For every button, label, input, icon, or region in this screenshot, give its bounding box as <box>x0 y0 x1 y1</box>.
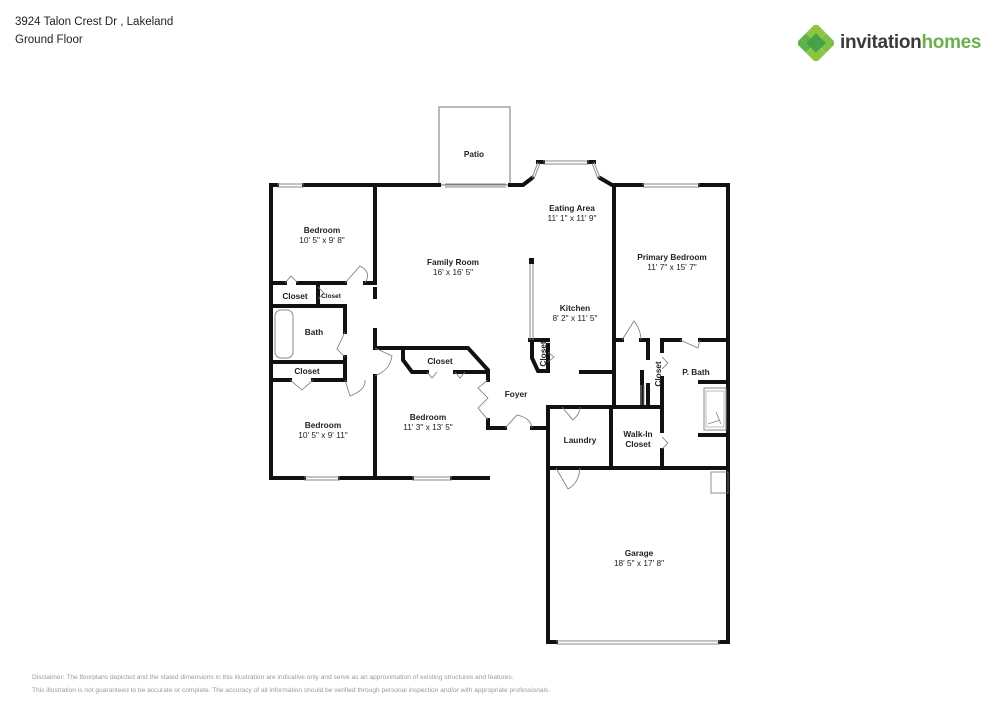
walls <box>269 160 730 644</box>
patio-outline <box>438 106 511 186</box>
room-dims-eating-area: 11' 1" x 11' 9" <box>548 213 597 223</box>
room-label-primary-bedroom: Primary Bedroom <box>637 252 707 262</box>
room-label-closet-nw2: Closet <box>321 293 342 300</box>
room-label-walkin-closet-1: Walk-In <box>623 429 652 439</box>
room-dims-bedroom-sw: 10' 5" x 9' 11" <box>298 430 348 440</box>
room-dims-family-room: 16' x 16' 5" <box>433 267 473 277</box>
brand-name: invitationhomes <box>840 32 982 54</box>
room-label-p-bath: P. Bath <box>682 367 710 377</box>
room-label-laundry: Laundry <box>564 435 597 445</box>
room-label-eating-area: Eating Area <box>549 203 595 213</box>
property-address: 3924 Talon Crest Dr , Lakeland <box>15 16 174 28</box>
room-label-family-room: Family Room <box>427 257 479 267</box>
brand-logo: invitationhomes <box>798 25 982 61</box>
room-label-patio: Patio <box>464 149 484 159</box>
room-label-closet-w: Closet <box>294 366 320 376</box>
room-dims-garage: 18' 5" x 17' 8" <box>614 558 664 568</box>
floor-level-label: Ground Floor <box>15 34 83 46</box>
door-swings <box>284 265 729 494</box>
shower-icon <box>703 387 727 431</box>
room-label-closet-primary: Closet <box>653 361 663 387</box>
brand-word-invitation: invitation <box>840 32 922 53</box>
windows <box>277 160 720 645</box>
room-label-closet-nw1: Closet <box>282 291 308 301</box>
room-dims-bedroom-nw: 10' 5" x 9' 8" <box>299 235 345 245</box>
room-label-foyer: Foyer <box>505 389 528 399</box>
room-label-kitchen: Kitchen <box>560 303 590 313</box>
room-dims-bedroom-mid: 11' 3" x 13' 5" <box>403 422 453 432</box>
room-label-closet-kitchen: Closet <box>538 341 548 367</box>
brand-word-homes: homes <box>921 32 982 53</box>
disclaimer-line-1: Disclaimer: The floorplans depicted and … <box>32 674 514 681</box>
room-dims-primary-bedroom: 11' 7" x 15' 7" <box>647 262 697 272</box>
room-label-bath: Bath <box>305 327 323 337</box>
room-label-garage: Garage <box>625 548 654 558</box>
room-label-closet-mid: Closet <box>427 356 453 366</box>
room-dims-kitchen: 8' 2" x 11' 5" <box>553 313 598 323</box>
bathtub-icon <box>274 309 294 359</box>
room-label-walkin-closet-2: Closet <box>625 439 651 449</box>
room-label-bedroom-nw: Bedroom <box>304 225 340 235</box>
clover-logo-icon <box>798 25 834 61</box>
counter-end <box>529 258 534 264</box>
room-label-bedroom-sw: Bedroom <box>305 420 341 430</box>
disclaimer-line-2: This illustration is not guaranteed to b… <box>32 687 551 694</box>
room-label-bedroom-mid: Bedroom <box>410 412 446 422</box>
